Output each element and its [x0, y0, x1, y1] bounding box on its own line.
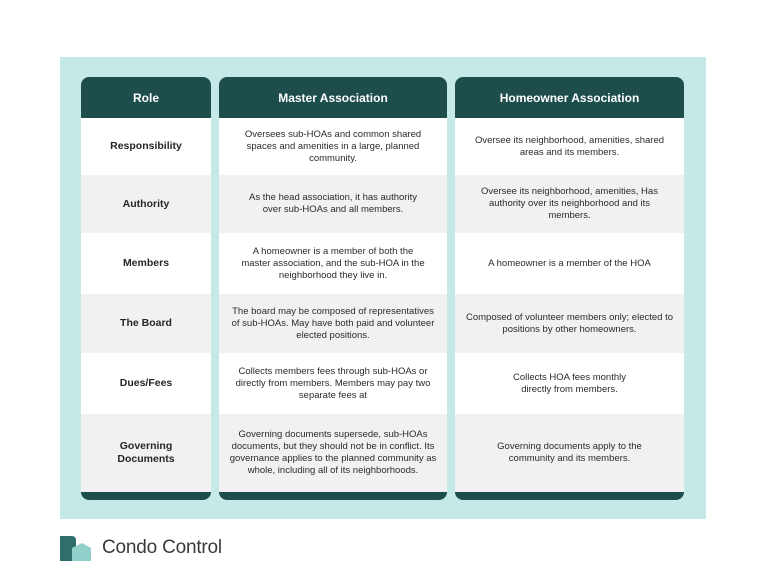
hoa-cell-responsibility: Oversee its neighborhood, amenities, sha… [474, 134, 665, 158]
master-cell-dues: Collects members fees through sub-HOAs o… [235, 365, 431, 401]
hoa-cell-members: A homeowner is a member of the HOA [488, 257, 651, 269]
master-cell-governing: Governing documents supersede, sub-HOAs … [219, 414, 447, 492]
hoa-cell-governing: Governing documents apply to the communi… [455, 414, 684, 492]
hoa-cell-dues: Collects HOA fees monthly directly from … [513, 371, 626, 395]
master-cell-authority: As the head association, it has authorit… [219, 175, 447, 233]
role-column-footer [81, 492, 211, 500]
hoa-column: Homeowner Association Oversee its neighb… [455, 77, 684, 500]
master-cell-responsibility: Oversees sub-HOAs and common shared spac… [244, 128, 422, 164]
master-column-footer [219, 492, 447, 500]
hoa-cell-board: Composed of volunteer members only; elec… [455, 294, 684, 353]
master-column: Master Association Oversees sub-HOAs and… [219, 77, 447, 500]
master-column-header: Master Association [219, 77, 447, 118]
role-cell-governing: Governing Documents [81, 414, 211, 492]
hoa-column-footer [455, 492, 684, 500]
role-column: Role Responsibility Authority Members Th… [81, 77, 211, 500]
master-cell-board: The board may be composed of representat… [219, 294, 447, 353]
master-cell-members: A homeowner is a member of both the mast… [241, 245, 425, 281]
hoa-column-header: Homeowner Association [455, 77, 684, 118]
comparison-panel: Role Responsibility Authority Members Th… [60, 57, 706, 519]
condo-control-logo-icon [58, 534, 92, 562]
role-cell-board: The Board [81, 294, 211, 353]
role-cell-authority: Authority [81, 175, 211, 233]
role-cell-responsibility: Responsibility [110, 140, 182, 152]
hoa-cell-authority: Oversee its neighborhood, amenities, Has… [455, 175, 684, 233]
role-cell-dues: Dues/Fees [119, 377, 173, 389]
role-column-header: Role [81, 77, 211, 118]
brand-name: Condo Control [102, 537, 222, 558]
brand: Condo Control [58, 533, 222, 563]
role-cell-members: Members [122, 257, 170, 269]
